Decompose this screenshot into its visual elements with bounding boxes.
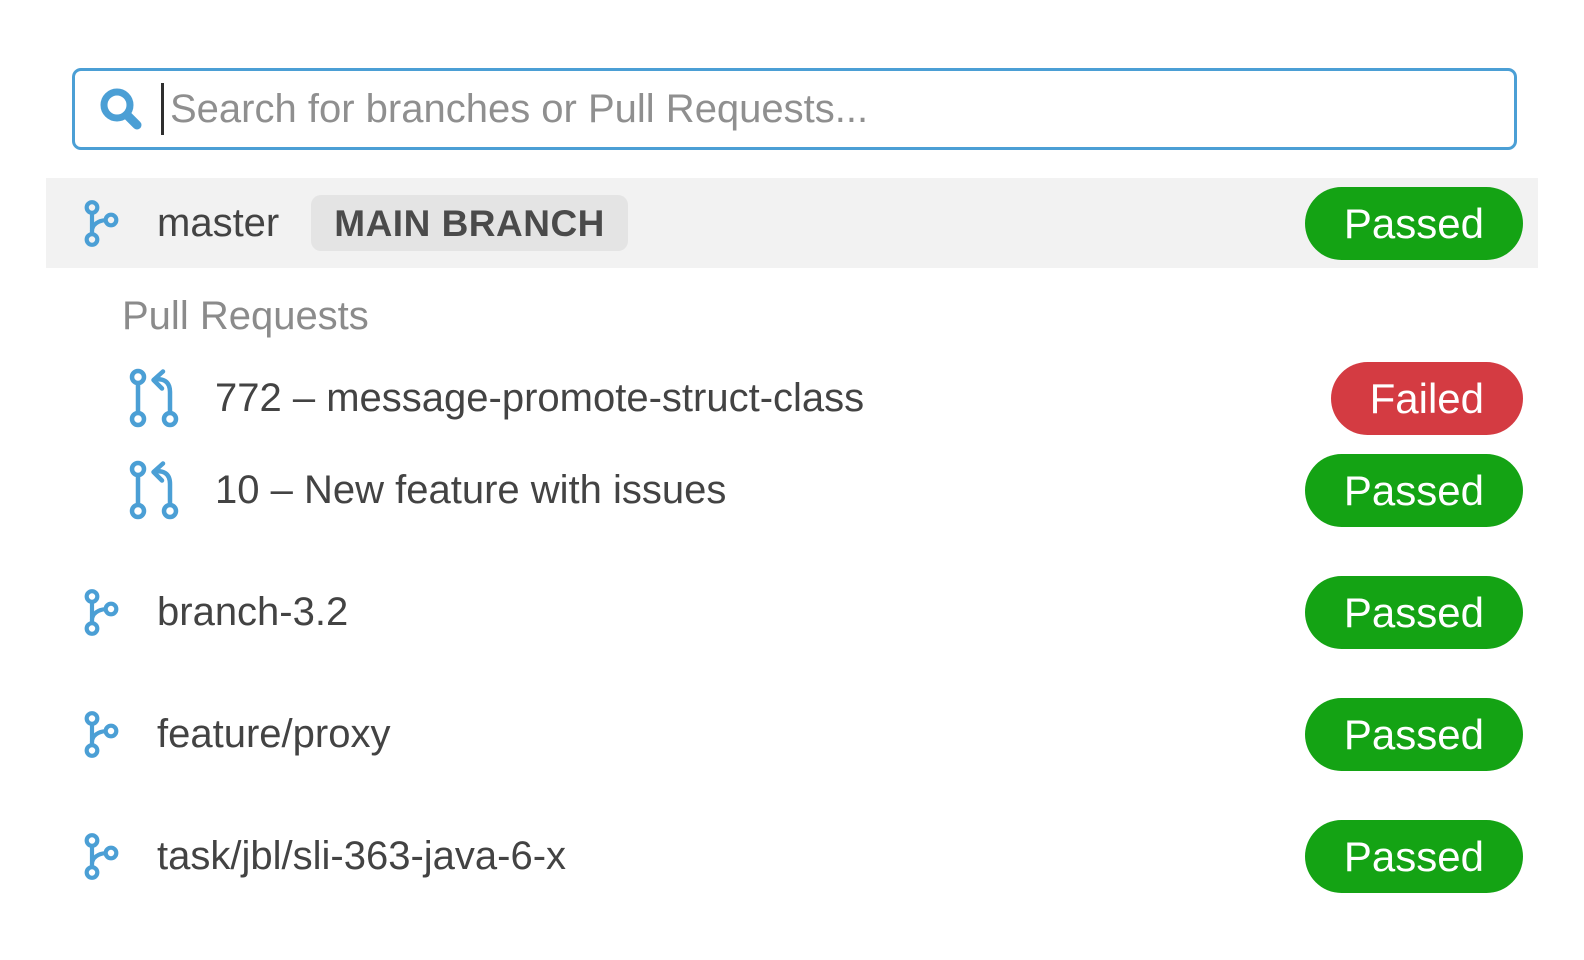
branch-name: master [157,200,280,245]
git-branch-icon [84,832,119,880]
git-branch-icon [84,199,119,247]
branch-name: feature/proxy [157,711,391,756]
branch-name: task/jbl/sli-363-java-6-x [157,833,567,878]
pull-request-icon [129,368,179,428]
branch-pr-list: master MAIN BRANCH Passed Pull Requests … [46,178,1538,902]
status-badge: Failed [1330,361,1523,435]
search-box [72,68,1517,150]
list-item-master-branch[interactable]: master MAIN BRANCH Passed [46,178,1538,268]
pull-request-title: 772 – message-promote-struct-class [215,375,865,420]
list-item-branch[interactable]: task/jbl/sli-363-java-6-x Passed [46,810,1538,902]
list-item-pull-request[interactable]: 10 – New feature with issues Passed [46,444,1538,536]
status-badge: Passed [1304,453,1523,527]
status-badge: Passed [1304,697,1523,771]
pull-requests-section-header: Pull Requests [122,294,369,338]
git-branch-icon [84,710,119,758]
git-branch-icon [84,588,119,636]
search-icon [97,85,145,133]
pull-request-title: 10 – New feature with issues [215,467,727,512]
branch-name: branch-3.2 [157,589,349,634]
status-badge: Passed [1304,819,1523,893]
search-input[interactable] [170,74,1494,144]
status-badge: Passed [1304,575,1523,649]
list-item-branch[interactable]: branch-3.2 Passed [46,566,1538,658]
main-branch-badge: MAIN BRANCH [311,195,628,251]
text-caret [161,83,164,135]
status-badge: Passed [1304,186,1523,260]
pull-request-icon [129,460,179,520]
list-item-pull-request[interactable]: 772 – message-promote-struct-class Faile… [46,352,1538,444]
list-item-branch[interactable]: feature/proxy Passed [46,688,1538,780]
